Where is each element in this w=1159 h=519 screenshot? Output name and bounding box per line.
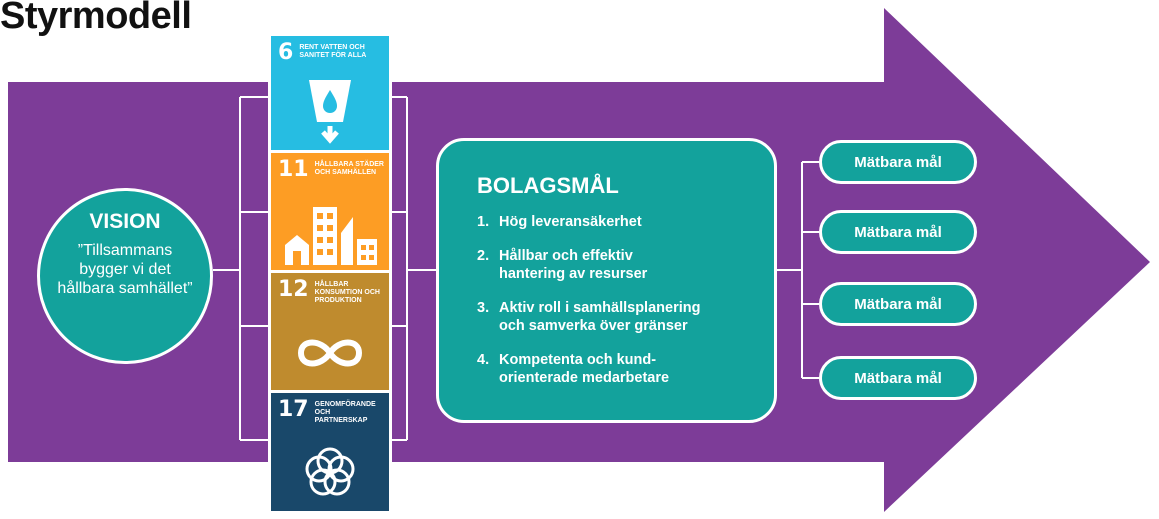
sdg-label: GENOMFÖRANDE OCH PARTNERSKAP — [314, 401, 376, 424]
sdg-tile-6: 6 RENT VATTEN OCH SANITET FÖR ALLA — [268, 33, 392, 157]
sdg-label: RENT VATTEN OCH SANITET FÖR ALLA — [299, 44, 367, 59]
sdg-number: 6 — [278, 40, 294, 65]
goal-number: 3. — [477, 300, 490, 316]
page-title: Styrmodell — [0, 0, 192, 37]
measurable-goal-pill: Mätbara mål — [819, 356, 977, 400]
city-buildings-icon — [285, 207, 377, 265]
goal-text: Aktiv roll i samhällsplanering och samve… — [499, 300, 701, 334]
sdg-number: 17 — [278, 397, 309, 422]
company-goals-heading: BOLAGSMÅL — [477, 173, 619, 198]
goal-item: 3. Aktiv roll i samhällsplanering och sa… — [477, 299, 774, 335]
sdg-label: HÅLLBARA STÄDER OCH SAMHÄLLEN — [314, 161, 384, 176]
goal-item: 1. Hög leveransäkerhet — [477, 213, 774, 231]
goal-number: 1. — [477, 214, 490, 230]
measurable-goal-pill: Mätbara mål — [819, 282, 977, 326]
goal-item: 2. Hållbar och effektiv hantering av res… — [477, 247, 774, 283]
goal-number: 2. — [477, 248, 490, 264]
measurable-goal-pill: Mätbara mål — [819, 210, 977, 254]
goal-text: Hållbar och effektiv hantering av resurs… — [499, 248, 648, 282]
vision-circle: VISION ”Tillsammans bygger vi det hållba… — [37, 188, 213, 364]
sdg-tile-17: 17 GENOMFÖRANDE OCH PARTNERSKAP — [268, 390, 392, 514]
company-goals-box: BOLAGSMÅL 1. Hög leveransäkerhet 2. Håll… — [436, 138, 777, 423]
goal-text: Hög leveransäkerhet — [499, 214, 642, 230]
sdg-tile-12: 12 HÅLLBAR KONSUMTION OCH PRODUKTION — [268, 270, 392, 394]
goal-text: Kompetenta och kund- orienterade medarbe… — [499, 352, 670, 386]
sdg-tile-11: 11 HÅLLBARA STÄDER OCH SAMHÄLLEN — [268, 150, 392, 274]
measurable-goal-pill: Mätbara mål — [819, 140, 977, 184]
rings-flower-icon — [305, 447, 355, 496]
vision-heading: VISION — [89, 210, 161, 233]
infinity-loop-icon — [297, 339, 363, 367]
sdg-number: 11 — [278, 157, 309, 182]
water-glass-icon — [309, 80, 351, 144]
vision-statement: ”Tillsammans bygger vi det hållbara samh… — [57, 242, 193, 297]
goal-number: 4. — [477, 352, 490, 368]
sdg-label: HÅLLBAR KONSUMTION OCH PRODUKTION — [314, 281, 380, 304]
connector-lines — [213, 96, 819, 441]
sdg-number: 12 — [278, 277, 309, 302]
goal-item: 4. Kompetenta och kund- orienterade meda… — [477, 351, 774, 387]
